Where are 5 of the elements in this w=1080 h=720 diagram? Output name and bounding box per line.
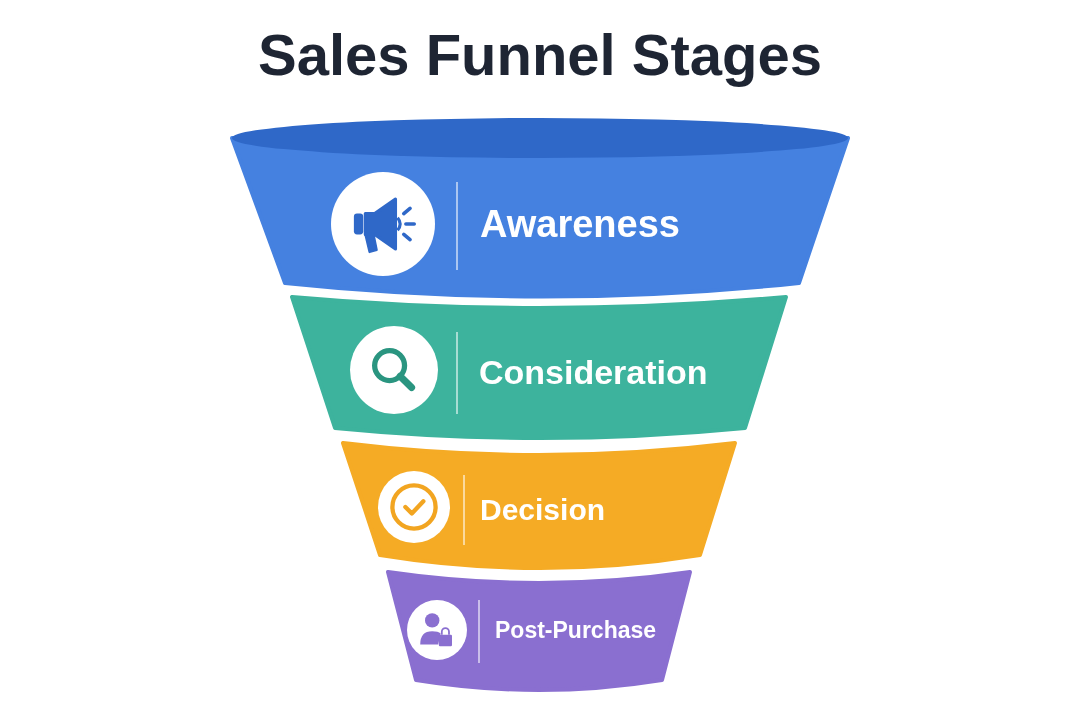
stage-label: Consideration: [479, 351, 708, 393]
stage-label: Post-Purchase: [495, 616, 657, 645]
stage-label: Decision: [480, 492, 606, 528]
title: Sales Funnel Stages: [257, 21, 823, 89]
stage-label: Awareness: [480, 202, 680, 248]
